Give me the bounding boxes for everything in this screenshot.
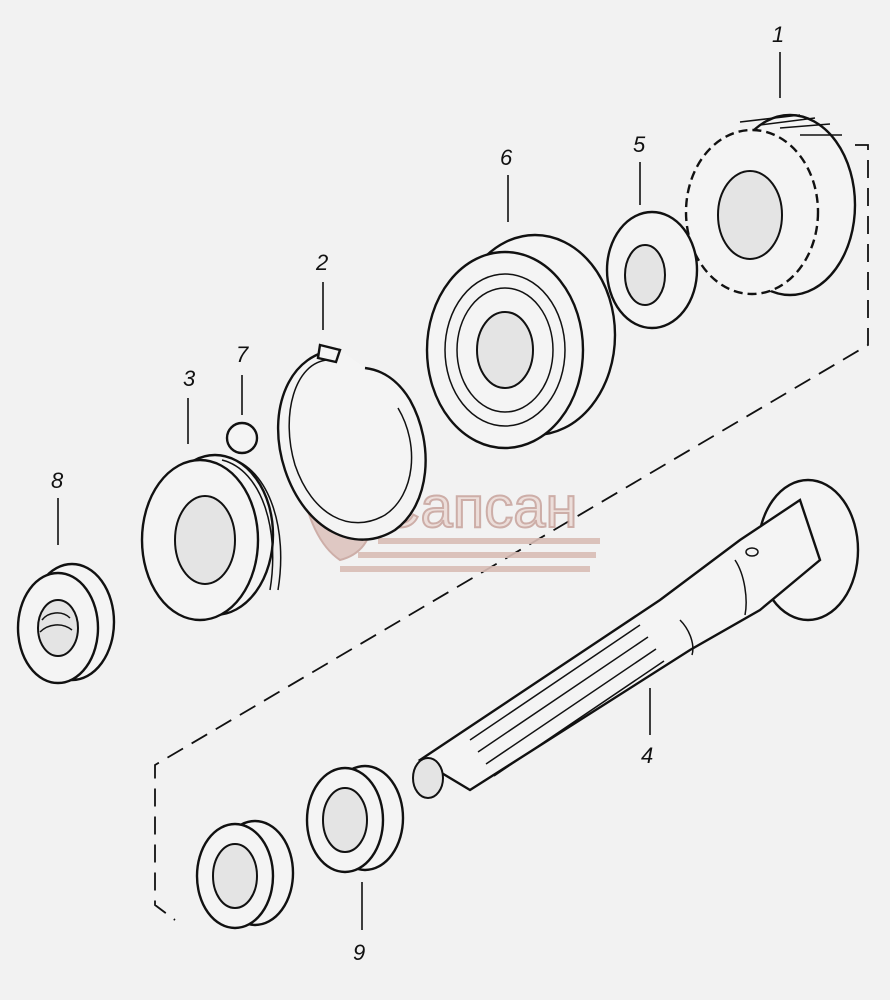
part-9-roller-cage-lower [195, 819, 295, 930]
part-9-roller-cage-upper [305, 764, 405, 874]
callout-2: 2 [315, 250, 328, 275]
callout-5: 5 [633, 132, 646, 157]
part-5-washer [605, 210, 699, 330]
callout-8: 8 [51, 468, 64, 493]
callout-3: 3 [183, 366, 196, 391]
leader-lines [57, 52, 781, 930]
part-6-bearing [425, 233, 617, 450]
callout-4: 4 [641, 743, 653, 768]
callout-9: 9 [353, 940, 365, 965]
part-2-split-ring [276, 343, 427, 541]
watermark-line-3 [340, 566, 590, 572]
callout-6: 6 [500, 145, 513, 170]
part-1-gear [684, 113, 857, 297]
watermark-line-2 [358, 552, 596, 558]
part-8-small-bearing [16, 562, 116, 685]
part-7-ball [225, 421, 259, 455]
callout-1: 1 [772, 22, 784, 47]
part-3-bushing [140, 453, 282, 622]
watermark-line-1 [378, 538, 600, 544]
callout-7: 7 [236, 342, 249, 367]
part-4-shaft [412, 478, 860, 799]
